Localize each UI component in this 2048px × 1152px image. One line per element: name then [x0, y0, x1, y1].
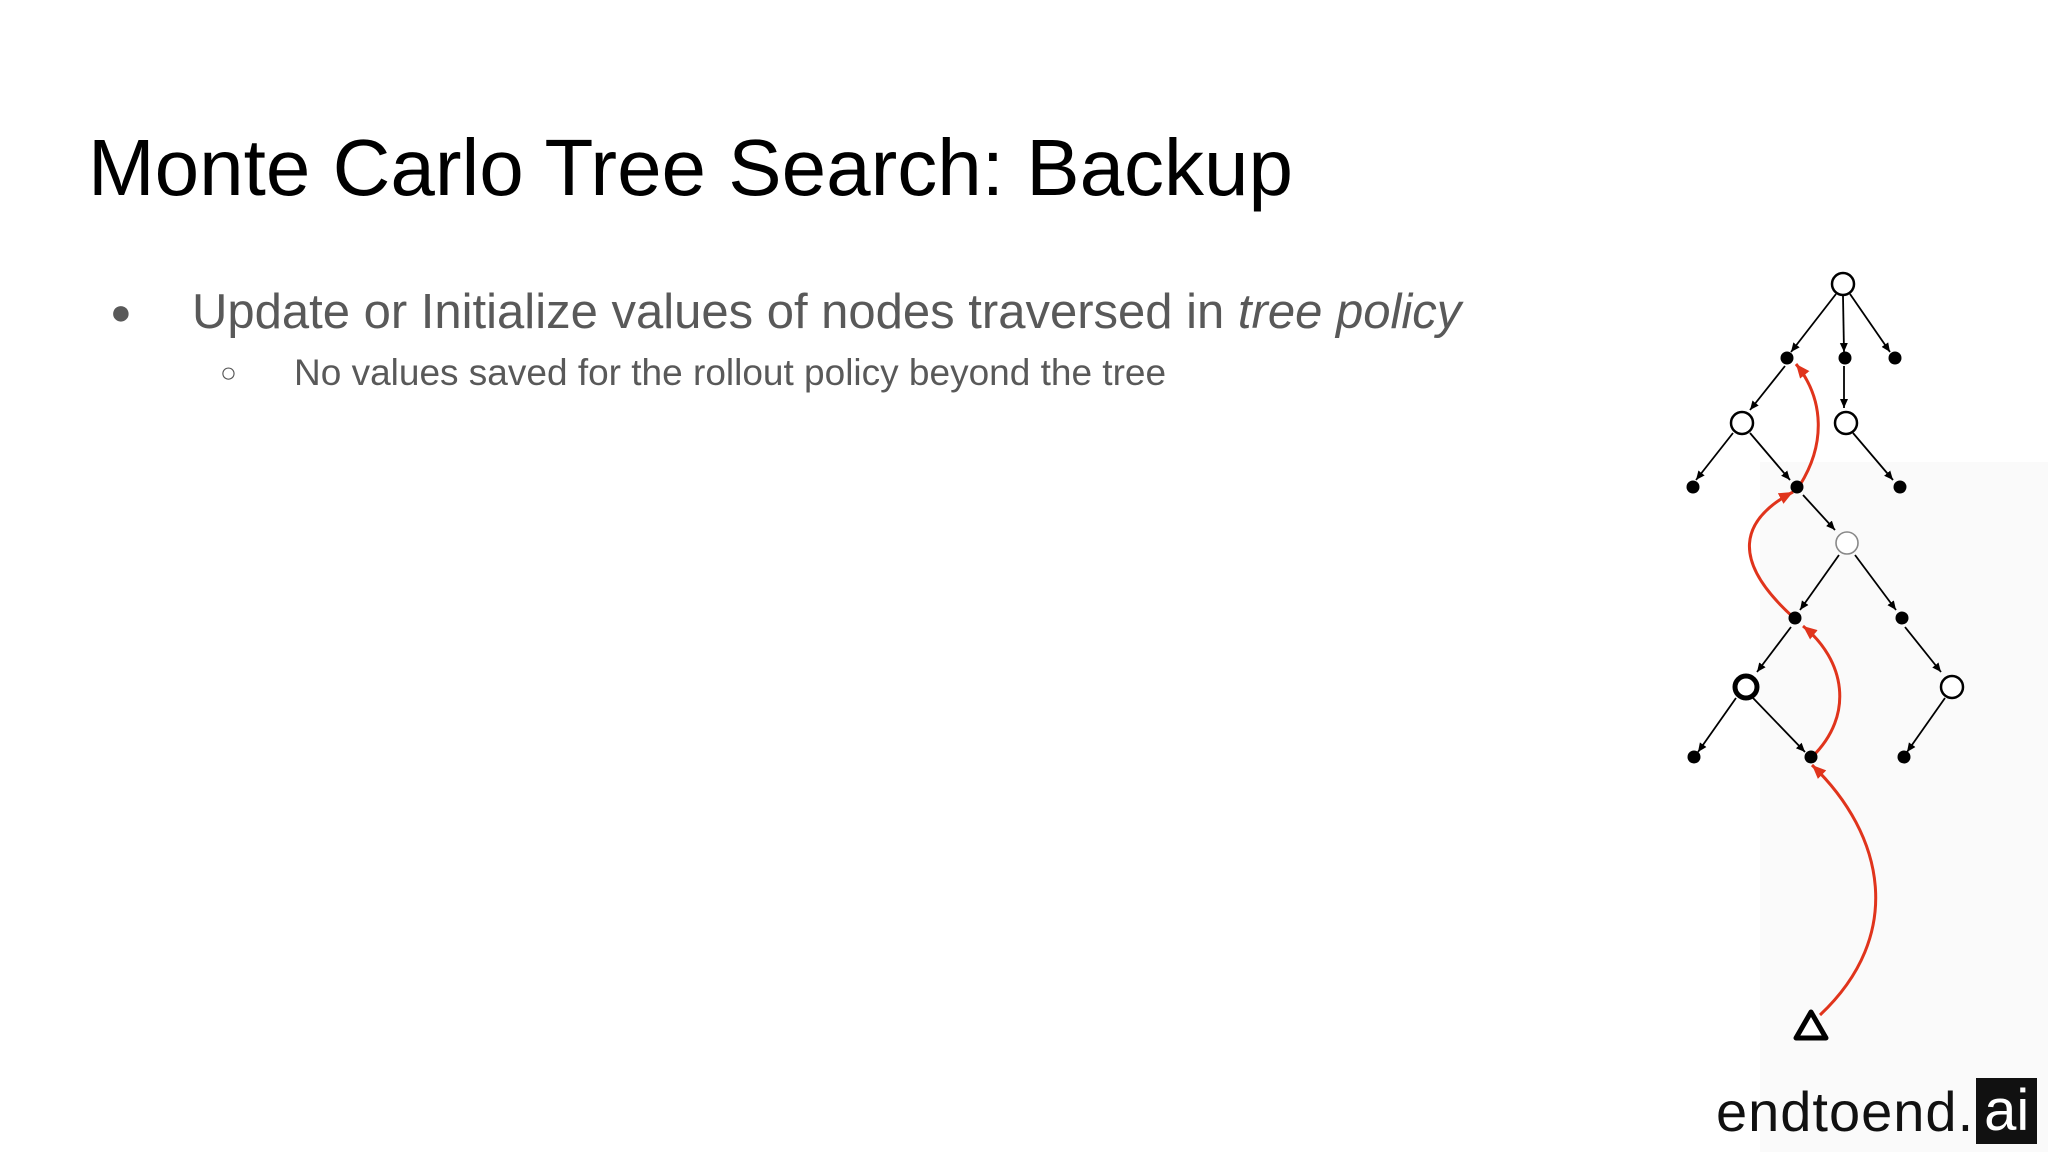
state-nodes: [1729, 271, 1965, 701]
state-node: [1833, 410, 1859, 436]
tree-edge: [1802, 494, 1836, 531]
action-node: [1838, 351, 1852, 365]
tree-edge: [1799, 554, 1840, 611]
backup-arrow: [1794, 363, 1820, 486]
state-node: [1835, 531, 1859, 555]
action-nodes: [1686, 351, 1911, 764]
sub-bullet-text: No values saved for the rollout policy b…: [294, 352, 1167, 393]
action-node: [1804, 750, 1818, 764]
action-node: [1897, 750, 1911, 764]
backup-arrow: [1748, 490, 1795, 619]
action-node: [1790, 480, 1804, 494]
tree-edge: [1790, 293, 1837, 353]
state-node: [1729, 410, 1755, 436]
action-node: [1687, 750, 1701, 764]
tree-edge: [1752, 697, 1806, 753]
tree-edge: [1906, 697, 1946, 753]
tree-edge: [1749, 432, 1791, 481]
action-node: [1780, 351, 1794, 365]
state-node: [1732, 673, 1760, 701]
backup-arrow: [1802, 624, 1842, 759]
action-node: [1893, 480, 1907, 494]
backup-path: [1748, 363, 1878, 1017]
tree-edge: [1839, 295, 1848, 353]
brand-logo: endtoend. ai: [1716, 1078, 2038, 1144]
tree-edge: [1849, 293, 1891, 353]
backup-arrow: [1810, 763, 1878, 1017]
tree-edge: [1904, 626, 1942, 673]
tree-edge: [1695, 432, 1734, 481]
bullet-text-plain: Update or Initialize values of nodes tra…: [192, 285, 1238, 339]
sub-bullet-marker: ○: [220, 357, 237, 388]
tree-edge: [1749, 365, 1786, 411]
tree-edge: [1697, 697, 1737, 753]
slide-title: Monte Carlo Tree Search: Backup: [88, 123, 1294, 212]
action-node: [1788, 611, 1802, 625]
tree-edge: [1854, 554, 1897, 611]
action-node: [1895, 611, 1909, 625]
state-node: [1830, 271, 1856, 297]
logo-text: endtoend.: [1716, 1079, 1975, 1143]
tree-edge: [1756, 626, 1792, 673]
terminal-node: [1793, 1009, 1829, 1041]
logo-box: ai: [1976, 1078, 2038, 1144]
action-node: [1888, 351, 1902, 365]
bullet-marker: ●: [110, 291, 132, 332]
bullet-text-emphasis: tree policy: [1237, 285, 1462, 339]
state-node: [1939, 674, 1965, 700]
tree-edge: [1852, 432, 1894, 481]
tree-edges: [1695, 293, 1946, 753]
bullet-text: Update or Initialize values of nodes tra…: [192, 282, 1461, 342]
action-node: [1686, 480, 1700, 494]
